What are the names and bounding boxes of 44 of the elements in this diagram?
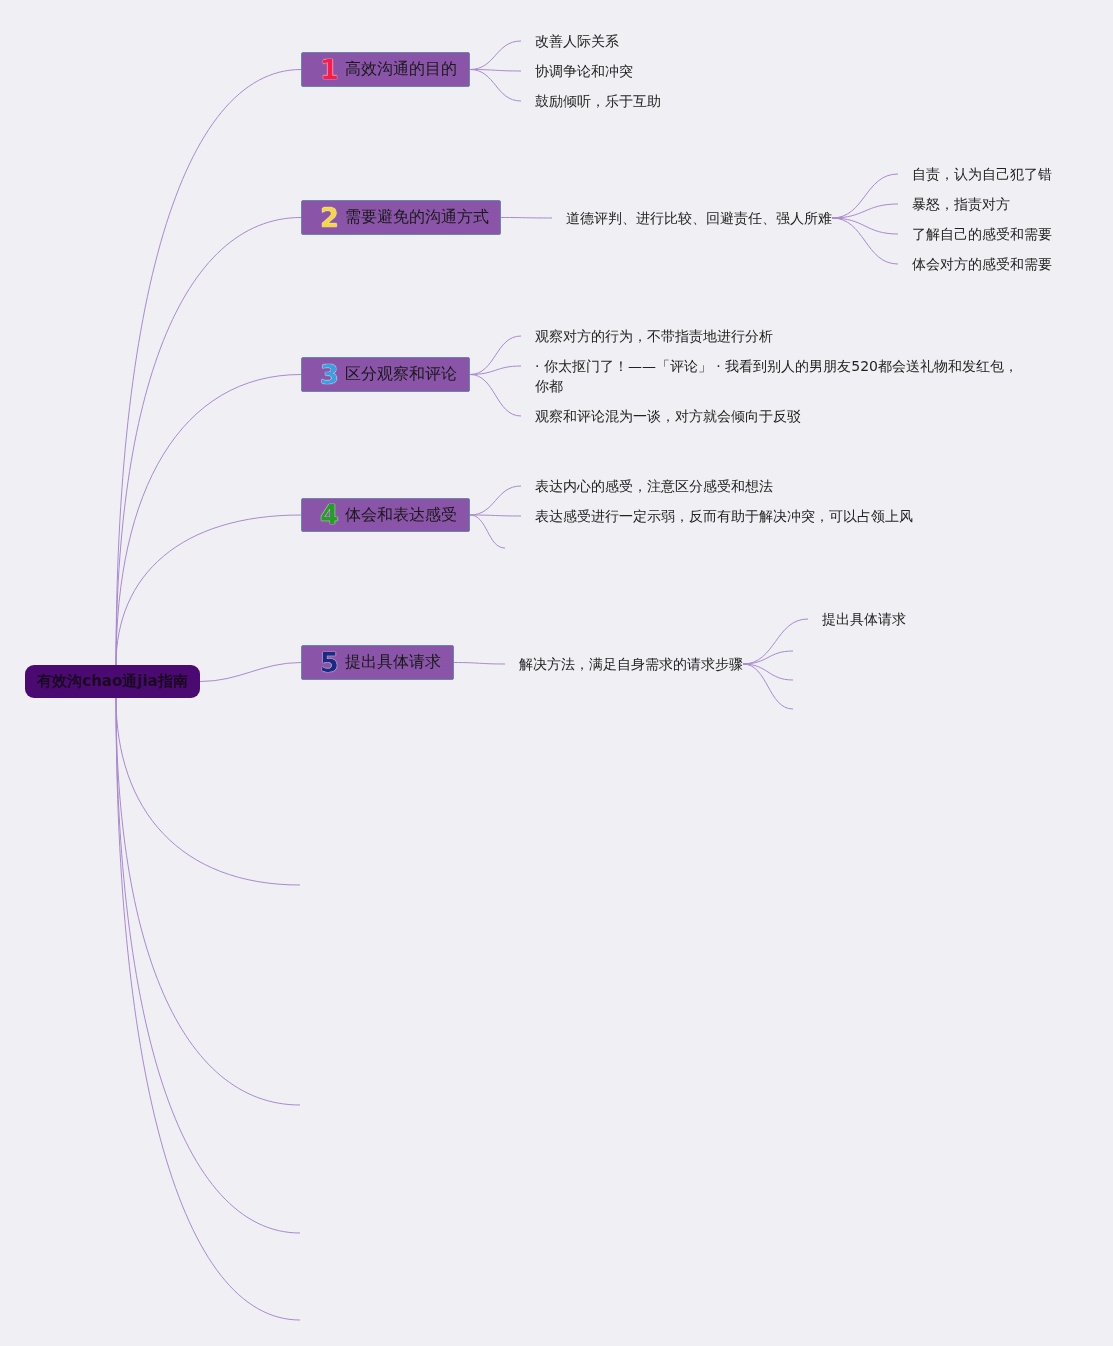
branch-text: 自责，认为自己犯了错 — [898, 164, 1052, 184]
branch-line — [742, 663, 794, 710]
branch-text: 表达内心的感受，注意区分感受和想法 — [521, 476, 773, 496]
topic-number: 2 — [320, 202, 339, 233]
topic-label: 区分观察和评论 — [344, 364, 457, 385]
branch-text: 体会对方的感受和需要 — [898, 254, 1052, 274]
topic-box — [301, 52, 470, 87]
branch-line — [115, 514, 302, 666]
topic-label: 提出具体请求 — [344, 652, 441, 673]
topic-label: 体会和表达感受 — [344, 504, 457, 526]
branch-text: 协调争论和冲突 — [521, 61, 633, 81]
topic-box — [301, 200, 501, 235]
branch-line — [469, 514, 522, 517]
branch-text: 观察对方的行为，不带指责地进行分析 — [521, 326, 773, 346]
branch-line — [742, 650, 794, 665]
branch-text: 道德评判、进行比较、回避责任、强人所难 — [552, 208, 832, 228]
branch-line — [469, 374, 522, 417]
topic-number: 5 — [320, 647, 339, 678]
branch-text: 观察和评论混为一谈，对方就会倾向于反驳 — [521, 406, 801, 426]
branch-line — [831, 217, 899, 235]
topic-number: 4 — [320, 500, 339, 530]
topic-box — [301, 498, 470, 532]
branch-line — [453, 662, 506, 665]
topic-label: 高效沟通的目的 — [344, 59, 457, 80]
topic-number: 3 — [320, 359, 339, 390]
branch-text: 了解自己的感受和需要 — [898, 224, 1052, 244]
topic-label: 需要避免的沟通方式 — [344, 207, 489, 228]
branch-line — [199, 662, 302, 682]
branch-line — [469, 514, 506, 549]
branch-text: 解决方法，满足自身需求的请求步骤 — [505, 654, 743, 674]
branch-text: 鼓励倾听，乐于互助 — [521, 91, 661, 111]
topic-box — [301, 645, 454, 680]
central-topic: 有效沟chao通jia指南 — [25, 665, 200, 698]
branch-text: · 你太抠门了！——「评论」 · 我看到别人的男朋友520都会送礼物和发红包，你都 — [521, 356, 1031, 396]
branch-text: 暴怒，指责对方 — [898, 194, 1010, 214]
branch-text: 提出具体请求 — [808, 609, 906, 629]
branch-line — [742, 663, 794, 681]
topic-box — [301, 357, 470, 392]
branch-line — [469, 69, 522, 102]
topic-number: 1 — [320, 54, 339, 85]
branch-text: 表达感受进行一定示弱，反而有助于解决冲突，可以占领上风 — [521, 506, 913, 526]
branch-text: 改善人际关系 — [521, 31, 619, 51]
branch-line — [831, 217, 899, 265]
branch-line — [500, 217, 553, 219]
